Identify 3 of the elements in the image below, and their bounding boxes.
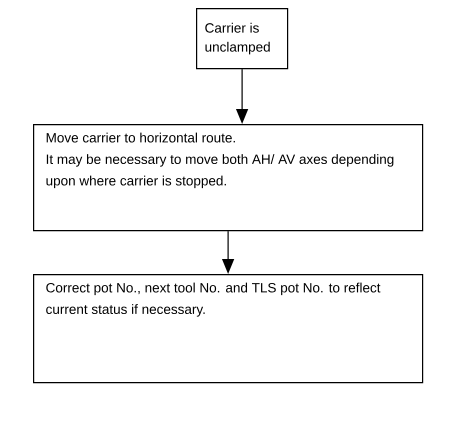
process-box: Move carrier to horizontal route. It may be necessary to move both AH/ AV axes depending upon where carrier is stopped. [33,124,424,232]
process-box: Correct pot No., next tool No. and TLS pot No. to reflect current status if necessary. [33,274,424,384]
process-box: Carrier is unclamped [196,8,288,70]
